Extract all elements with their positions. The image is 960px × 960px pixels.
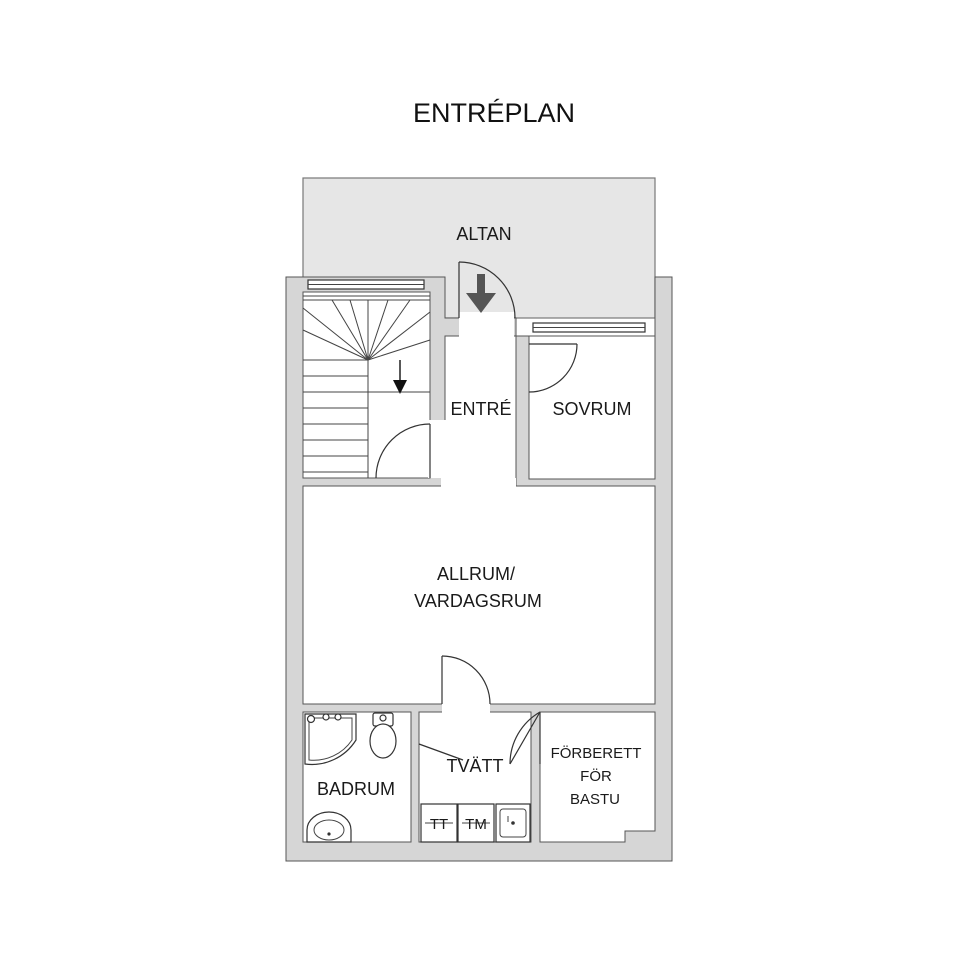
- opening-entre-altan: [459, 312, 514, 338]
- sink-icon: [495, 803, 531, 843]
- room-label-bastu-3: BASTU: [570, 791, 620, 808]
- washbasin-icon: [306, 811, 352, 843]
- allrum-room: [302, 485, 656, 705]
- room-label-entre: ENTRÉ: [450, 399, 511, 419]
- opening-entre-allrum: [441, 478, 516, 490]
- laundry-fixtures: TT TM: [420, 803, 531, 843]
- entrance-arrow-icon: [466, 274, 496, 313]
- opening-stair-entre: [428, 420, 448, 478]
- room-label-bastu-2: FÖR: [580, 767, 612, 785]
- toilet-icon: [369, 712, 397, 759]
- appliance-label-tm: TM: [465, 816, 487, 833]
- staircase-room: [302, 291, 431, 479]
- plan-title: ENTRÉPLAN: [413, 98, 575, 128]
- windows: [307, 279, 646, 333]
- shower-icon: [304, 713, 357, 766]
- room-label-badrum: BADRUM: [317, 779, 395, 799]
- opening-allrum-tvatt: [442, 700, 490, 716]
- sovrum-room: [528, 335, 656, 480]
- room-label-altan: ALTAN: [456, 224, 511, 244]
- stair-direction-arrow-icon: [393, 380, 407, 394]
- appliance-label-tt: TT: [430, 816, 448, 833]
- staircase: [302, 295, 431, 478]
- doors: [375, 261, 578, 765]
- room-label-sovrum: SOVRUM: [552, 399, 631, 419]
- room-label-allrum-2: VARDAGSRUM: [414, 591, 542, 611]
- bastu-room: [539, 711, 656, 843]
- bathroom-fixtures: [304, 712, 397, 843]
- room-label-tvatt: TVÄTT: [447, 756, 504, 776]
- entre-room: [444, 335, 517, 487]
- room-label-bastu-1: FÖRBERETT: [551, 744, 642, 762]
- room-label-allrum-1: ALLRUM/: [437, 564, 515, 584]
